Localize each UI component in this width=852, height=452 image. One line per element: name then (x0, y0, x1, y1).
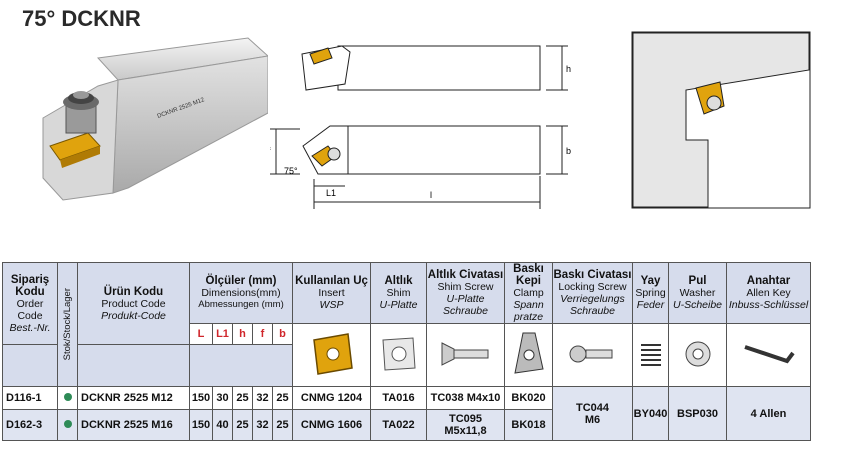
h-label: h (566, 64, 571, 74)
shim-screw-cell: TC095 M5x11,8 (426, 409, 505, 441)
f-label: f (270, 146, 271, 156)
shim-screw-image (426, 323, 505, 387)
locking-screw-icon (569, 345, 612, 362)
product-code-cell: DCKNR 2525 M16 (77, 409, 190, 441)
dimension-drawing: 75° h b f L1 l (270, 45, 571, 209)
clamp-header: Baskı Kepi Clamp Spann pratze (504, 262, 553, 324)
spring-cell: BY040 (632, 386, 669, 441)
screw-icon (441, 341, 488, 366)
clamp-cell: BK020 (504, 386, 553, 410)
locking-screw-header: Baskı Civatası Locking Screw Verriegelun… (552, 262, 633, 324)
order-code-header-pad (2, 344, 58, 387)
product-code-cell: DCKNR 2525 M12 (77, 386, 190, 410)
shim-header: Altlık Shim U-Platte (370, 262, 427, 324)
dim-cell: 150 (189, 386, 213, 410)
order-code-cell: D116-1 (2, 386, 58, 410)
order-code-header: Sipariş Kodu Order Code Best.-Nr. (2, 262, 58, 345)
dim-col-h: h (232, 323, 253, 345)
insert-icon (312, 332, 353, 375)
locking-screw-image (552, 323, 633, 387)
shim-cell: TA022 (370, 409, 427, 441)
l1-label: L1 (326, 188, 336, 198)
product-code-header: Ürün Kodu Product Code Produkt-Code (77, 262, 190, 345)
dimensions-header: Ölçüler (mm) Dimensions(mm) Abmessungen … (189, 262, 293, 324)
washer-header: Pul Washer U-Scheibe (668, 262, 727, 324)
dim-cell: 32 (252, 409, 273, 441)
dim-cell: 32 (252, 386, 273, 410)
dim-col-f: f (252, 323, 273, 345)
key-image (726, 323, 811, 387)
spring-image (632, 323, 669, 387)
washer-icon (685, 341, 710, 366)
clamp-icon (513, 332, 544, 374)
order-code-cell: D162-3 (2, 409, 58, 441)
shim-icon (381, 336, 416, 371)
insert-image (292, 323, 371, 387)
l-label: l (430, 190, 432, 200)
stock-header: Stok/Stock/Lager (57, 262, 78, 387)
dim-col-L: L (189, 323, 213, 345)
spring-icon (640, 343, 661, 366)
table-row: D116-1 DCKNR 2525 M12 150 30 25 32 25 CN… (2, 386, 811, 441)
washer-image (668, 323, 727, 387)
tool-holder-photo: DCKNR 2525 M12 (42, 37, 268, 201)
stock-dot-icon (63, 420, 72, 428)
dim-col-b: b (272, 323, 293, 345)
dim-cell: 25 (232, 386, 253, 410)
insert-header: Kullanılan Uç Insert WSP (292, 262, 371, 324)
dim-cell: 30 (212, 386, 233, 410)
page-title: 75° DCKNR (22, 6, 141, 31)
clamp-image (504, 323, 553, 387)
spec-table: Sipariş Kodu Order Code Best.-Nr. Stok/S… (2, 262, 811, 441)
insert-cell: CNMG 1606 (292, 409, 371, 441)
dim-cell: 25 (232, 409, 253, 441)
detail-view-drawing (631, 31, 811, 209)
stock-dot-icon (63, 393, 72, 401)
allen-key-icon (743, 344, 795, 363)
dim-cell: 150 (189, 409, 213, 441)
dim-cell: 25 (272, 386, 293, 410)
shim-cell: TA016 (370, 386, 427, 410)
shim-screw-cell: TC038 M4x10 (426, 386, 505, 410)
spring-header: Yay Spring Feder (632, 262, 669, 324)
dim-cell: 25 (272, 409, 293, 441)
stock-cell (57, 409, 78, 441)
shim-image (370, 323, 427, 387)
insert-cell: CNMG 1204 (292, 386, 371, 410)
washer-cell: BSP030 (668, 386, 727, 441)
b-label: b (566, 146, 571, 156)
dim-header-pad (189, 344, 293, 387)
key-cell: 4 Allen (726, 386, 811, 441)
locking-screw-cell: TC044 M6 (552, 386, 633, 441)
product-code-header-pad (77, 344, 190, 387)
angle-label: 75° (284, 166, 298, 176)
shim-screw-header: Altlık Civatası Shim Screw U-Platte Schr… (426, 262, 505, 324)
clamp-cell: BK018 (504, 409, 553, 441)
dim-cell: 40 (212, 409, 233, 441)
table-row: D162-3 DCKNR 2525 M16 150 40 25 32 25 CN… (2, 409, 811, 441)
stock-cell (57, 386, 78, 410)
key-header: Anahtar Allen Key Inbuss-Schlüssel (726, 262, 811, 324)
dim-col-L1: L1 (212, 323, 233, 345)
